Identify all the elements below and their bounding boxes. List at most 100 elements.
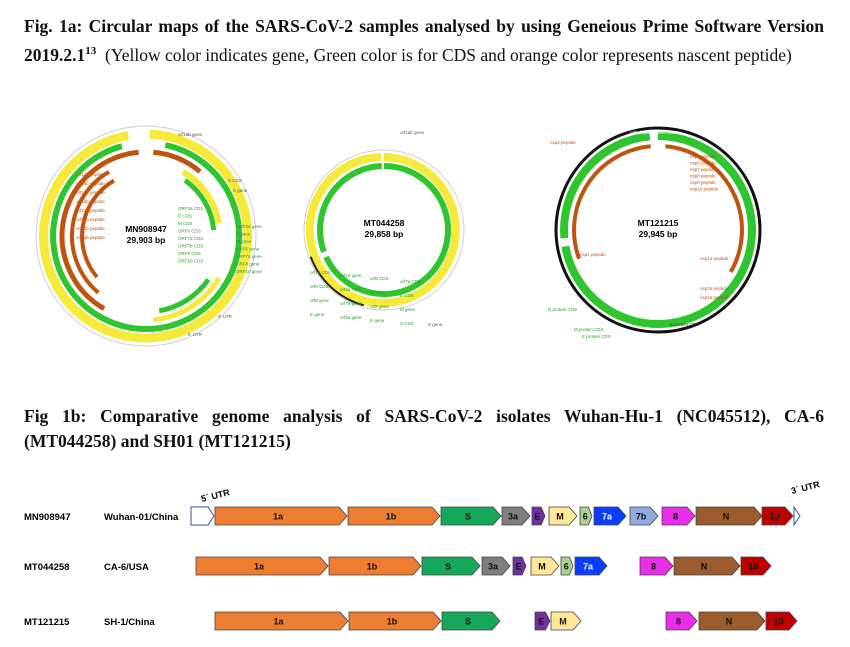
peptide-arc	[572, 144, 651, 260]
cds-arc	[183, 178, 217, 231]
gene-label: 3a	[488, 562, 499, 572]
gene-arrow	[639, 556, 674, 576]
peptide-arc	[153, 149, 202, 174]
feature-label: ORF10 gene	[236, 269, 262, 274]
arc-label: 5' UTR	[188, 332, 203, 337]
feature-label: orf3a gene	[340, 315, 362, 320]
ruler-ring	[35, 125, 257, 347]
peptide-label: orf1ab peptide	[76, 235, 105, 240]
feature-label: E CDS	[400, 293, 414, 298]
gene-label: 7b	[636, 512, 647, 522]
gene-arc	[181, 169, 222, 224]
gene-label: 1a	[273, 617, 284, 627]
gene-label: 1b	[367, 562, 378, 572]
peptide-label: orf1ab peptide	[76, 208, 105, 213]
peptide-label: orf1ab peptide	[76, 217, 105, 222]
gene-label: N	[726, 617, 733, 627]
cds-arc	[50, 142, 243, 332]
feature-label: M CDS	[178, 221, 193, 226]
gene-label: M	[538, 562, 546, 572]
feature-label: ORF3a gene	[236, 224, 262, 229]
gene-arrow	[534, 611, 551, 631]
gene-arrow	[761, 506, 794, 526]
cds-arc	[561, 132, 756, 328]
gene-arrow	[512, 556, 527, 576]
map-length: 29,858 bp	[365, 229, 404, 239]
gene-arrow	[698, 611, 766, 631]
feature-label: M CDS	[370, 290, 385, 295]
feature-label: ORF6 CDS	[178, 229, 201, 234]
gene-label: 1a	[273, 512, 284, 522]
gene-label: S	[445, 562, 451, 572]
gene-label: 8	[676, 617, 681, 627]
peptide-label: nsp8 peptide	[690, 174, 716, 179]
backbone-ring	[554, 126, 762, 334]
peptide-label: orf1ab peptide	[76, 190, 105, 195]
peptide-label: nsp10 peptide	[690, 187, 719, 192]
arc-label: orf1ab gene	[178, 132, 203, 137]
arc-label: S gene	[428, 322, 443, 327]
feature-label: orf3a CDS	[340, 287, 361, 292]
gene-arrow	[214, 506, 348, 526]
feature-label: M gene	[236, 239, 252, 244]
feature-label: E gene	[236, 232, 251, 237]
utr-arc	[309, 256, 365, 307]
feature-label: orf6 CDS	[310, 284, 329, 289]
gene-label: M	[559, 617, 567, 627]
feature-label: E protein CDS	[582, 334, 611, 339]
gene-label: E	[538, 617, 544, 627]
gene-label: 10	[748, 562, 758, 572]
peptide-label: orf1ab peptide	[76, 199, 105, 204]
row-isolate: Wuhan-01/China	[104, 512, 179, 523]
cds-arc	[158, 278, 211, 314]
gene-arrow	[440, 506, 502, 526]
gene-label: 7a	[602, 512, 613, 522]
gene-arrow	[195, 556, 329, 576]
feature-label: orf7a gene	[340, 301, 362, 306]
gene-arrow	[347, 506, 441, 526]
feature-label: M protein CDS	[574, 327, 604, 332]
cds-arc	[560, 132, 651, 239]
peptide-label: nsp6 peptide	[690, 161, 716, 166]
peptide-label: nsp15 peptide	[700, 286, 729, 291]
peptide-label: orf1ab peptide	[76, 172, 105, 177]
gene-label: 1b	[387, 617, 398, 627]
utr5-label: 5´ UTR	[200, 487, 231, 504]
gene-arrow	[548, 506, 578, 526]
map-name: MT044258	[364, 218, 405, 228]
gene-label: S	[465, 617, 471, 627]
feature-label: orf10 gene	[340, 273, 362, 278]
peptide-arc	[69, 170, 111, 295]
cds-arc	[323, 163, 451, 297]
gene-label: 1a	[254, 562, 265, 572]
cds-arc	[317, 163, 382, 253]
peptide-label: nsp7 peptide	[690, 167, 716, 172]
feature-label: S gene	[370, 318, 385, 323]
gene-label: 6	[583, 512, 588, 522]
row-isolate: CA-6/USA	[104, 562, 149, 573]
row-accession: MN908947	[24, 512, 70, 523]
map-name: MN908947	[125, 224, 167, 234]
feature-label: E CDS	[178, 214, 192, 219]
gene-arrow	[530, 556, 560, 576]
figure-1b-caption: Fig 1b: Comparative genome analysis of S…	[24, 406, 824, 451]
gene-label: 6	[564, 562, 569, 572]
peptide-arc	[59, 149, 139, 311]
gene-arrow	[579, 506, 593, 526]
peptide-label: nsp2 peptide	[550, 140, 576, 145]
feature-label: ORF7a CDS	[178, 236, 203, 241]
gene-arrow	[593, 506, 627, 526]
map-name: MT121215	[638, 218, 679, 228]
gene-label: 10	[773, 617, 783, 627]
gene-arrow	[560, 556, 574, 576]
gene-arrow	[531, 506, 546, 526]
gene-label: 8	[673, 512, 678, 522]
gene-arrow	[740, 556, 772, 576]
figure-1a-title: Fig. 1a: Circular maps of the SARS-CoV-2…	[24, 16, 824, 65]
gene-label: 10	[769, 512, 779, 522]
gene-arrow	[550, 611, 582, 631]
peptide-label: nsp5 peptide	[690, 154, 716, 159]
reference-superscript: 13	[85, 45, 97, 57]
peptide-arc	[80, 178, 116, 279]
